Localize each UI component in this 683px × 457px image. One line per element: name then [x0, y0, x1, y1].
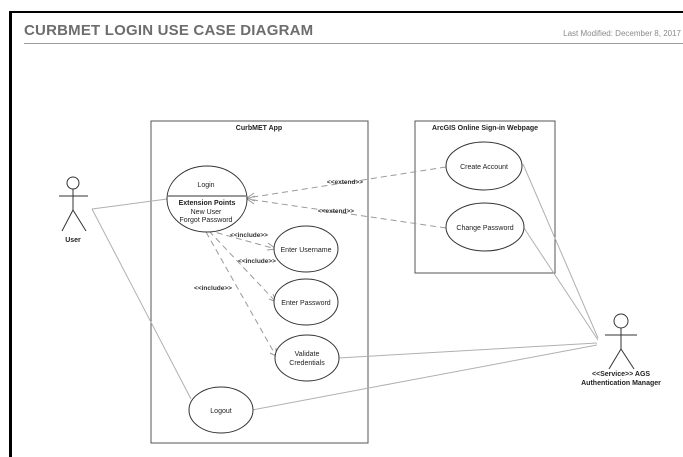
- ags-actor-label-2: Authentication Manager: [581, 380, 661, 387]
- use-case-change-password-label: Change Password: [456, 225, 513, 232]
- ags-actor-icon: [605, 313, 637, 370]
- include-validate-credentials: [205, 231, 277, 357]
- extend-label-change: <<extend>>: [318, 208, 354, 215]
- assoc-ags-create-account: [522, 163, 599, 339]
- extension-points-label: Extension Points: [179, 200, 236, 207]
- extend-label-create: <<extend>>: [327, 179, 363, 186]
- assoc-ags-logout: [251, 344, 598, 411]
- include-enter-password: [208, 230, 277, 303]
- include-label-username: <<include>>: [230, 232, 268, 239]
- include-enter-username: [206, 229, 277, 250]
- use-case-create-account-label: Create Account: [460, 164, 508, 171]
- frame-top-border: [9, 11, 683, 13]
- user-actor-icon: [59, 176, 88, 232]
- diagram-title: CURBMET LOGIN USE CASE DIAGRAM: [24, 22, 314, 39]
- use-case-login-label: Login: [197, 182, 214, 189]
- use-case-change-password: [445, 202, 525, 252]
- use-case-enter-username-label: Enter Username: [281, 247, 332, 254]
- assoc-user-login: [91, 198, 168, 210]
- use-case-enter-username: [273, 225, 339, 273]
- frame-left-border: [9, 11, 12, 457]
- use-case-enter-password-label: Enter Password: [281, 300, 331, 307]
- use-case-validate-label-2: Credentials: [289, 360, 325, 367]
- curbmet-app-boundary: [150, 120, 369, 444]
- arcgis-boundary: [414, 120, 556, 274]
- use-case-enter-password: [273, 278, 339, 326]
- user-actor-label: User: [65, 237, 81, 244]
- extend-create-account: [246, 166, 447, 199]
- last-modified-label: Last Modified: December 8, 2017: [563, 29, 681, 38]
- arcgis-label: ArcGIS Online Sign-in Webpage: [432, 125, 538, 132]
- use-case-validate-label-1: Validate: [295, 351, 320, 358]
- use-case-validate-credentials: [274, 334, 340, 382]
- ags-actor-label-1: <<Service>> AGS: [592, 371, 650, 378]
- assoc-ags-change-password: [523, 227, 599, 341]
- include-label-validate: <<include>>: [194, 285, 232, 292]
- use-case-logout: [188, 386, 254, 434]
- extend-change-password: [246, 198, 447, 229]
- header-divider: [24, 43, 683, 44]
- include-label-password: <<include>>: [238, 258, 276, 265]
- use-case-login: [166, 165, 248, 233]
- assoc-ags-validate: [337, 342, 598, 359]
- extension-point-new-user: New User: [191, 209, 222, 216]
- assoc-user-logout: [91, 208, 192, 400]
- use-case-logout-label: Logout: [210, 408, 231, 415]
- use-case-create-account: [445, 141, 523, 191]
- curbmet-app-label: CurbMET App: [236, 125, 282, 132]
- extension-point-forgot-password: Forgot Password: [180, 217, 233, 224]
